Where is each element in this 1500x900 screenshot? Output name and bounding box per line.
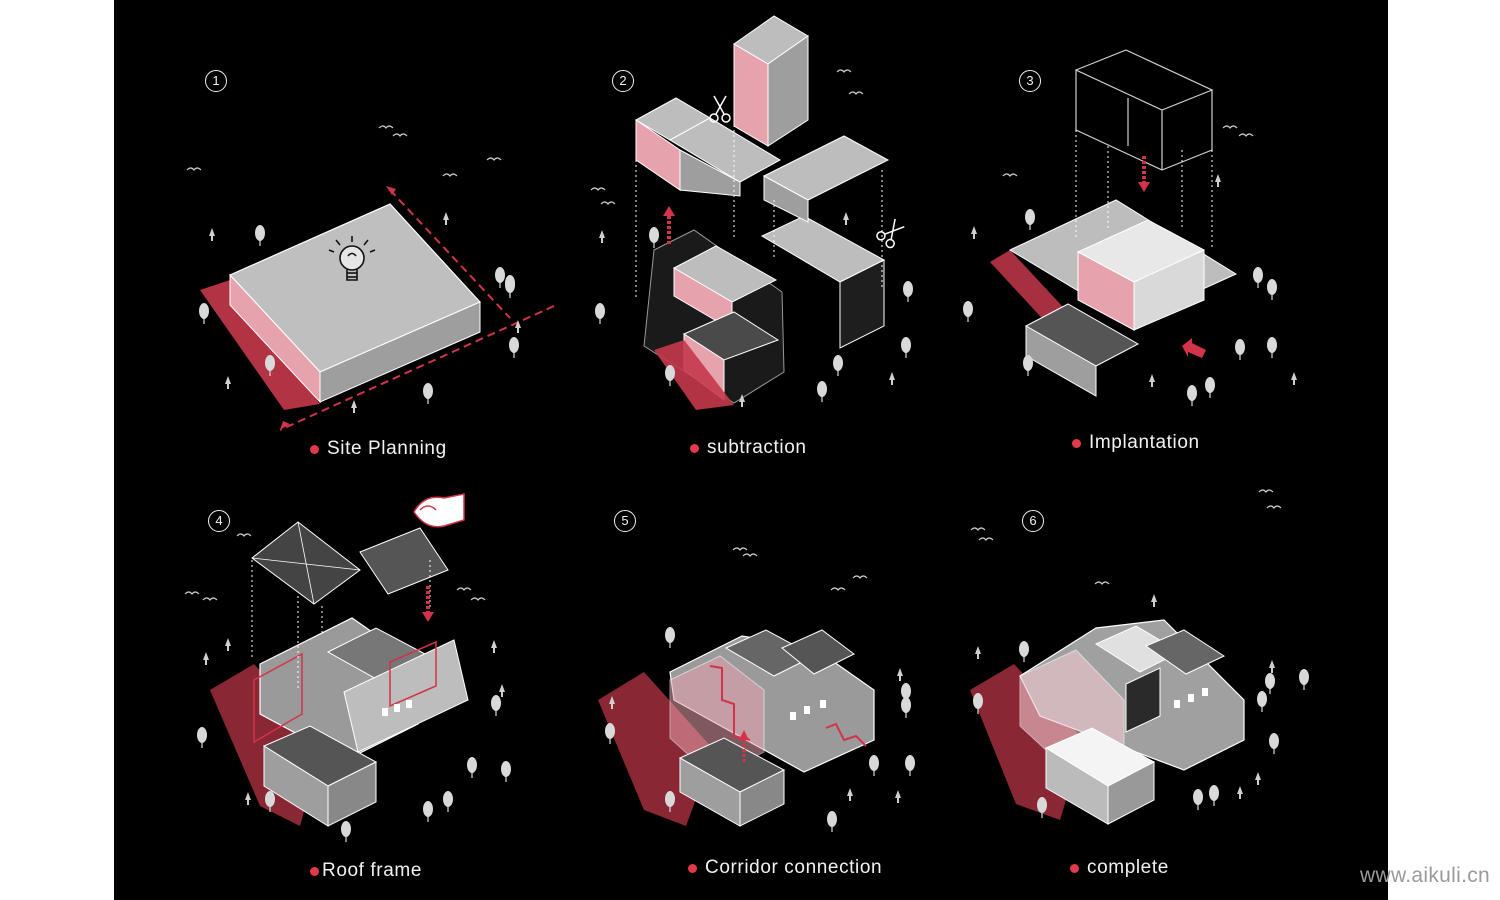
step-number: 2 [612,70,634,92]
caption-text: Implantation [1089,432,1200,453]
hand-icon [413,493,465,528]
step-3-illustration [962,49,1297,407]
caption-text: Corridor connection [705,857,883,878]
step-caption: complete [1070,857,1169,879]
step-caption: Roof frame [310,860,422,882]
bullet-dot [688,863,697,873]
step-caption: Site Planning [310,438,447,460]
step-1-illustration [186,125,555,431]
diagram-artwork [184,15,1310,843]
scissors-icon [876,218,905,249]
bullet-dot [1070,863,1079,873]
step-4-illustration [184,493,512,843]
step-caption: subtraction [690,437,807,459]
arrow-icon [422,586,434,622]
step-number: 1 [205,70,227,92]
caption-text: subtraction [707,437,807,458]
watermark: www.aikuli.cn [1360,864,1490,887]
step-number: 4 [208,510,230,532]
step-number: 3 [1019,70,1041,92]
scissors-icon [709,95,731,123]
step-caption: Implantation [1072,432,1200,454]
bullet-dot [310,444,319,454]
bullet-dot [310,866,319,876]
bullet-dot [1072,438,1081,448]
arrow-icon [663,206,675,244]
caption-text: complete [1087,857,1169,878]
arrow-icon [739,730,749,762]
bullet-dot [690,443,699,453]
step-6-illustration [970,489,1310,825]
step-5-illustration [598,547,916,833]
lightbulb-icon [328,236,376,281]
step-number: 5 [614,510,636,532]
step-number: 6 [1022,510,1044,532]
step-caption: Corridor connection [688,857,882,879]
diagram-poster: 1 2 3 4 5 6 Site Planning subtraction Im… [114,0,1388,900]
step-2-illustration [590,15,914,410]
caption-text: Site Planning [327,438,447,459]
arrow-icon [1138,156,1206,358]
caption-text: Roof frame [322,860,422,881]
